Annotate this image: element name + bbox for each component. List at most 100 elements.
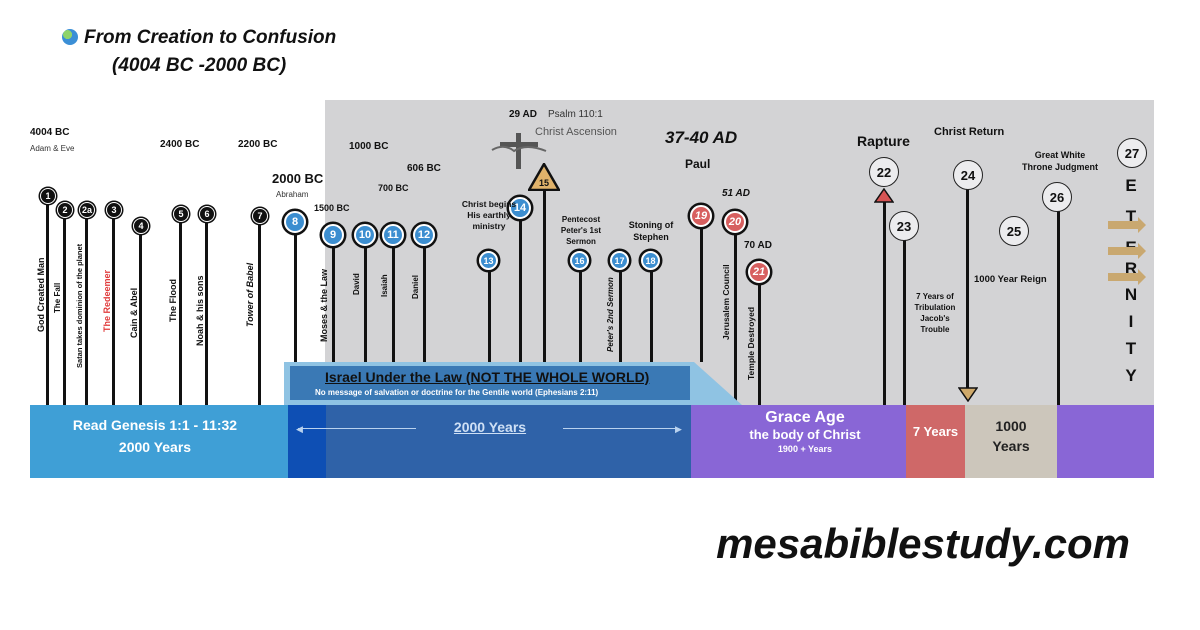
arrow-left-icon: ◀ xyxy=(296,424,303,434)
adam-eve-label: Adam & Eve xyxy=(30,144,75,153)
site-url[interactable]: mesabiblestudy.com xyxy=(716,520,1130,567)
label-daniel: Daniel xyxy=(411,274,420,299)
band-eternity xyxy=(1057,405,1154,478)
pole-10 xyxy=(364,236,367,362)
marker-5[interactable]: 5 xyxy=(173,206,189,222)
pole-19 xyxy=(700,216,703,362)
eternity-letter-y: Y xyxy=(1125,366,1137,385)
label-tower-babel: Tower of Babel xyxy=(245,262,255,327)
marker-11[interactable]: 11 xyxy=(382,224,404,246)
pole-4 xyxy=(139,226,142,405)
label-isaiah: Isaiah xyxy=(380,274,389,297)
eternity-letter-e1: E xyxy=(1125,176,1137,195)
marker-27[interactable]: 27 xyxy=(1117,138,1147,168)
label-stoning-stephen: Stoning of Stephen xyxy=(628,220,674,242)
pole-5 xyxy=(179,214,182,405)
israel-right-arrow xyxy=(563,428,678,429)
band-israel xyxy=(326,405,691,478)
date-1500: 1500 BC xyxy=(314,203,350,213)
marker-17[interactable]: 17 xyxy=(610,251,629,270)
pole-14 xyxy=(519,208,522,362)
pole-21 xyxy=(758,272,761,405)
marker-2a[interactable]: 2a xyxy=(79,202,95,218)
pole-17 xyxy=(619,262,622,362)
label-noah-sons: Noah & his sons xyxy=(195,275,205,346)
pole-1 xyxy=(46,196,49,405)
marker-3[interactable]: 3 xyxy=(106,202,122,218)
marker-18[interactable]: 18 xyxy=(641,251,660,270)
date-606: 606 BC xyxy=(407,163,441,174)
tribulation-text: 7 Years xyxy=(912,424,959,439)
label-god-created-man: God Created Man xyxy=(36,257,46,332)
marker-10[interactable]: 10 xyxy=(354,224,376,246)
pole-23 xyxy=(903,228,906,405)
pole-3 xyxy=(112,210,115,405)
millennium-text: 1000 Years xyxy=(992,418,1030,454)
globe-icon xyxy=(62,29,78,45)
genesis-text: Read Genesis 1:1 - 11:32 2000 Years xyxy=(72,417,238,455)
marker-14[interactable]: 14 xyxy=(509,197,531,219)
date-37-40ad: 37-40 AD xyxy=(665,128,738,147)
label-peters-2nd: Peter's 2nd Sermon xyxy=(606,277,615,352)
marker-15[interactable]: 15 xyxy=(528,163,560,191)
marker-9[interactable]: 9 xyxy=(322,224,344,246)
marker-8[interactable]: 8 xyxy=(284,211,306,233)
pole-22 xyxy=(883,200,886,405)
date-51ad: 51 AD xyxy=(722,188,750,199)
label-1000-year-reign: 1000 Year Reign xyxy=(974,274,1047,285)
return-arrow-icon xyxy=(958,387,978,402)
label-david: David xyxy=(352,273,361,295)
page-title: From Creation to Confusion (4004 BC -200… xyxy=(62,24,336,80)
band-grace xyxy=(691,405,906,478)
marker-26[interactable]: 26 xyxy=(1042,182,1072,212)
eternity-letter-n: N xyxy=(1124,285,1138,304)
pole-9 xyxy=(332,236,335,362)
label-the-flood: The Flood xyxy=(168,279,178,322)
marker-6[interactable]: 6 xyxy=(199,206,215,222)
label-christ-ministry: Christ begins His earthly ministry xyxy=(461,199,517,231)
label-the-fall: The Fall xyxy=(53,282,62,313)
marker-2[interactable]: 2 xyxy=(57,202,73,218)
rapture-label: Rapture xyxy=(857,133,910,149)
date-2000: 2000 BC xyxy=(272,171,324,186)
marker-24[interactable]: 24 xyxy=(953,160,983,190)
pole-8 xyxy=(294,222,297,362)
pole-13 xyxy=(488,262,491,362)
pole-16 xyxy=(579,262,582,362)
date-29ad: 29 AD xyxy=(509,109,537,120)
cross-icon xyxy=(491,133,547,169)
pole-7 xyxy=(258,216,261,405)
marker-21[interactable]: 21 xyxy=(748,261,770,283)
christ-return-label: Christ Return xyxy=(934,126,1005,138)
pole-6 xyxy=(205,214,208,405)
marker-16[interactable]: 16 xyxy=(570,251,589,270)
marker-4[interactable]: 4 xyxy=(133,218,149,234)
band-tribulation xyxy=(906,405,965,478)
label-cain-abel: Cain & Abel xyxy=(129,287,139,338)
marker-1[interactable]: 1 xyxy=(40,188,56,204)
marker-20[interactable]: 20 xyxy=(724,211,746,233)
marker-19[interactable]: 19 xyxy=(690,205,712,227)
eternity-letter-t2: T xyxy=(1125,339,1137,358)
svg-text:15: 15 xyxy=(539,178,549,188)
label-jerusalem-council: Jerusalem Council xyxy=(721,264,731,340)
paul-label: Paul xyxy=(685,157,711,171)
marker-7[interactable]: 7 xyxy=(252,208,268,224)
eternity-letter-t1: T xyxy=(1125,207,1137,226)
marker-25[interactable]: 25 xyxy=(999,216,1029,246)
date-70ad: 70 AD xyxy=(744,240,772,251)
israel-years: 2000 Years xyxy=(453,419,527,435)
psalm-label: Psalm 110:1 xyxy=(548,109,603,120)
timeline-panel xyxy=(325,100,1154,406)
date-2400: 2400 BC xyxy=(160,139,200,150)
israel-subtitle: No message of salvation or doctrine for … xyxy=(315,388,599,397)
band-israel-start xyxy=(288,405,326,478)
israel-banner xyxy=(290,366,690,400)
pole-12 xyxy=(423,236,426,362)
pole-2 xyxy=(63,210,66,405)
marker-12[interactable]: 12 xyxy=(413,224,435,246)
marker-23[interactable]: 23 xyxy=(889,211,919,241)
marker-22[interactable]: 22 xyxy=(869,157,899,187)
arrow-right-icon: ▶ xyxy=(675,424,682,434)
marker-13[interactable]: 13 xyxy=(479,251,498,270)
